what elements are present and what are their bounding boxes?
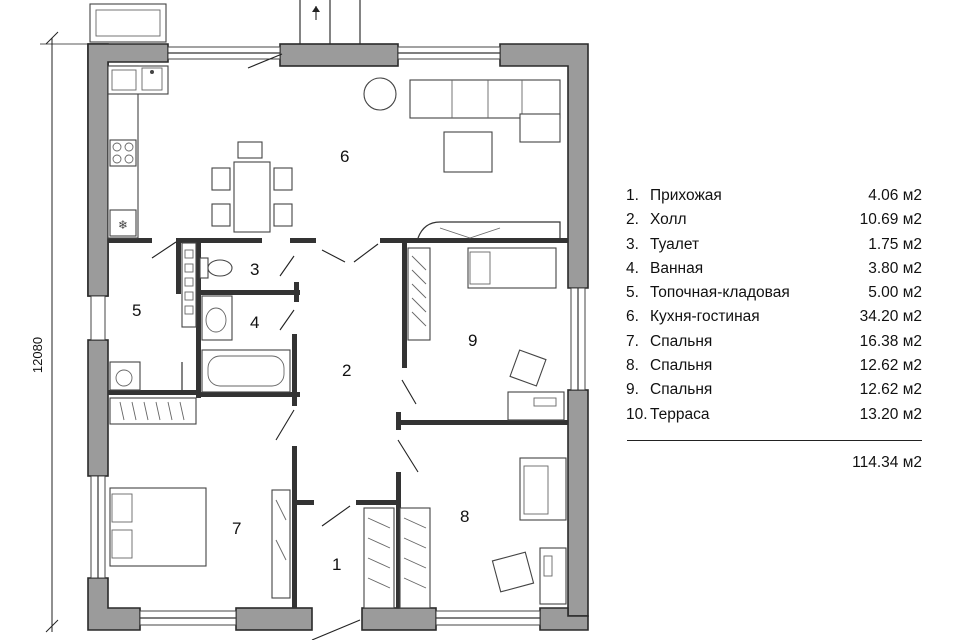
legend-room-area: 3.80 м2 xyxy=(868,259,922,277)
legend-room-area: 1.75 м2 xyxy=(868,235,922,253)
legend-room-name: Холл xyxy=(650,211,687,229)
legend-row: 4. Ванная 3.80 м2 xyxy=(624,257,924,281)
room-number-2: 2 xyxy=(342,361,351,380)
legend-room-name: Спальня xyxy=(650,381,713,399)
legend-room-name: Спальня xyxy=(650,332,713,350)
room-number-4: 4 xyxy=(250,313,259,332)
room-number-8: 8 xyxy=(460,507,469,526)
dimension-label: 12080 xyxy=(30,337,45,373)
bedroom-8-furniture xyxy=(399,457,567,609)
legend-room-area: 10.69 м2 xyxy=(859,211,922,229)
legend-number: 7. xyxy=(626,332,639,350)
legend-room-area: 34.20 м2 xyxy=(859,308,922,326)
legend-total-area: 114.34 м2 xyxy=(852,454,922,471)
toilet-fixtures xyxy=(181,242,233,328)
legend-row: 7. Спальня 16.38 м2 xyxy=(624,330,924,354)
legend-room-area: 5.00 м2 xyxy=(868,284,922,302)
room-number-5: 5 xyxy=(132,301,141,320)
windows xyxy=(90,46,586,640)
legend-number: 8. xyxy=(626,357,639,375)
bedroom-7-furniture xyxy=(109,487,291,599)
floor-plan: 12080 xyxy=(30,0,589,640)
legend-row: 1. Прихожая 4.06 м2 xyxy=(624,184,924,208)
utility-fixtures xyxy=(109,361,197,425)
legend-room-name: Туалет xyxy=(650,235,700,253)
legend-room-name: Прихожая xyxy=(650,187,722,204)
room-number-7: 7 xyxy=(232,519,241,538)
room-number-3: 3 xyxy=(250,260,259,279)
legend-number: 2. xyxy=(626,211,639,229)
dimension-line: 12080 xyxy=(30,31,90,633)
legend-number: 3. xyxy=(626,235,639,253)
legend-number: 4. xyxy=(626,259,639,277)
legend-room-area: 16.38 м2 xyxy=(859,332,922,350)
svg-text:❄: ❄ xyxy=(118,218,128,232)
room-number-9: 9 xyxy=(468,331,477,350)
terrace-top xyxy=(89,0,361,44)
room-numbers: 1 2 3 4 5 6 7 8 9 xyxy=(132,147,477,574)
legend-room-name: Ванная xyxy=(650,259,704,277)
kitchen-counter: ❄ xyxy=(107,65,169,239)
room-number-1: 1 xyxy=(332,555,341,574)
legend-room-area: 13.20 м2 xyxy=(859,405,922,423)
legend-row: 10. Терраса 13.20 м2 xyxy=(624,403,924,427)
legend-number: 5. xyxy=(626,284,639,302)
bathroom-fixtures xyxy=(201,295,291,393)
legend-room-name: Спальня xyxy=(650,357,713,375)
legend-row: 8. Спальня 12.62 м2 xyxy=(624,354,924,378)
legend-row: 5. Топочная-кладовая 5.00 м2 xyxy=(624,281,924,305)
legend-room-name: Кухня-гостиная xyxy=(650,308,760,326)
legend-number: 9. xyxy=(626,381,639,399)
legend-row: 6. Кухня-гостиная 34.20 м2 xyxy=(624,305,924,329)
living-furniture xyxy=(363,77,561,239)
room-legend: 1. Прихожая 4.06 м2 2. Холл 10.69 м2 3. … xyxy=(624,184,924,427)
legend-number: 6. xyxy=(626,308,639,326)
dining-table xyxy=(211,141,293,233)
legend-room-name: Топочная-кладовая xyxy=(650,284,790,302)
legend-row: 3. Туалет 1.75 м2 xyxy=(624,233,924,257)
legend-room-area: 4.06 м2 xyxy=(868,187,922,204)
bedroom-9-furniture xyxy=(407,247,565,421)
hall-wardrobe xyxy=(363,507,395,609)
interior-walls xyxy=(108,238,568,608)
legend-room-area: 12.62 м2 xyxy=(859,357,922,375)
legend-row: 2. Холл 10.69 м2 xyxy=(624,208,924,232)
legend-room-area: 12.62 м2 xyxy=(859,381,922,399)
legend-number: 1. xyxy=(626,187,639,204)
room-number-6: 6 xyxy=(340,147,349,166)
legend-number: 10. xyxy=(626,405,648,423)
legend-row: 9. Спальня 12.62 м2 xyxy=(624,378,924,402)
door-swings xyxy=(151,53,419,527)
legend-room-name: Терраса xyxy=(650,405,710,423)
legend-divider xyxy=(627,440,922,441)
